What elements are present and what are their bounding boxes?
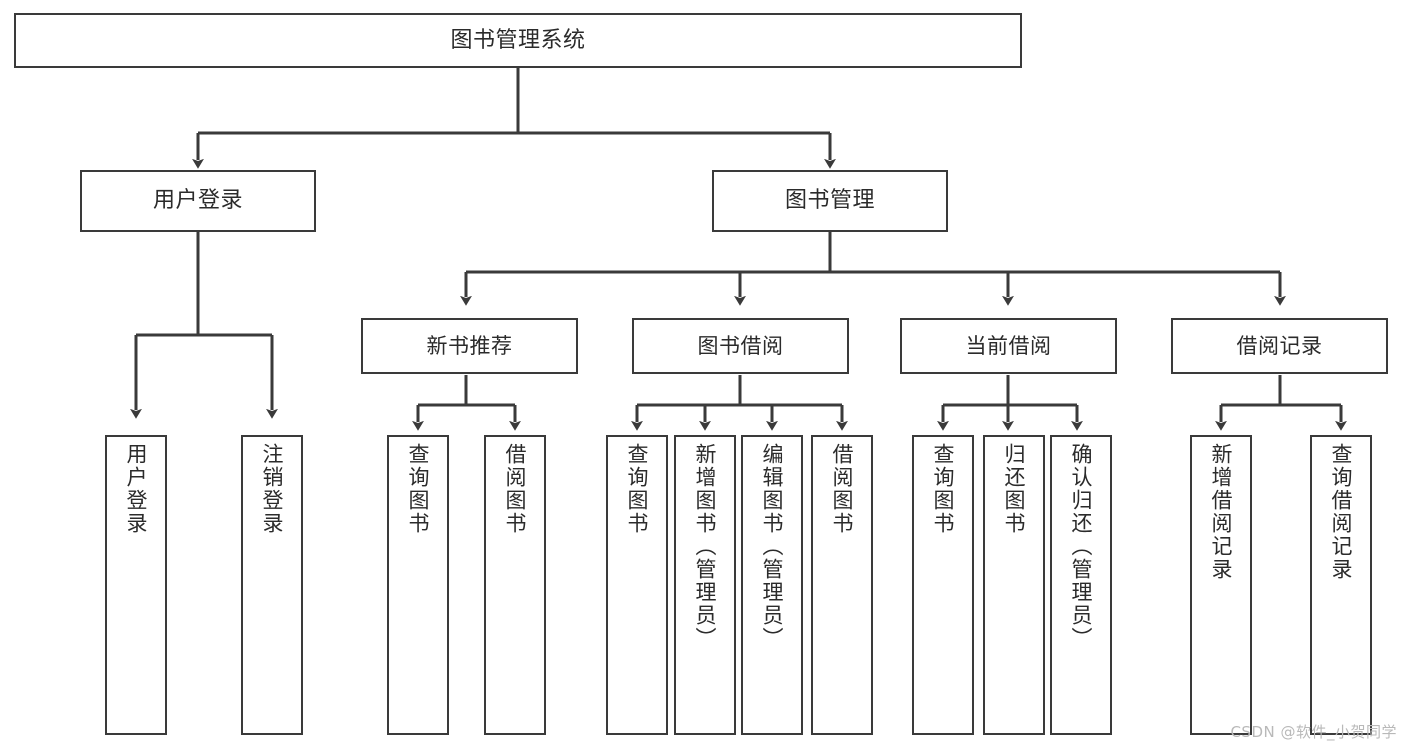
node-label: 借阅记录 xyxy=(1236,333,1323,358)
node-label: 用户登录 xyxy=(124,443,149,535)
node-label: 图书管理系统 xyxy=(450,27,586,53)
node-leaf-borrow-book-2[interactable]: 借阅图书 xyxy=(811,435,873,735)
node-leaf-logout-login[interactable]: 注销登录 xyxy=(241,435,303,735)
node-leaf-user-login[interactable]: 用户登录 xyxy=(105,435,167,735)
node-user-login[interactable]: 用户登录 xyxy=(80,170,316,232)
node-label: 归还图书 xyxy=(1002,443,1027,535)
node-leaf-borrow-book-1[interactable]: 借阅图书 xyxy=(484,435,546,735)
node-label: 注销登录 xyxy=(260,443,285,535)
node-book-management[interactable]: 图书管理 xyxy=(712,170,948,232)
csdn-watermark: CSDN @软件_小贺同学 xyxy=(1230,723,1397,741)
node-leaf-query-book-3[interactable]: 查询图书 xyxy=(912,435,974,735)
node-label: 查询借阅记录 xyxy=(1329,443,1354,581)
node-leaf-add-record[interactable]: 新增借阅记录 xyxy=(1190,435,1252,735)
node-leaf-return-book[interactable]: 归还图书 xyxy=(983,435,1045,735)
node-label: 用户登录 xyxy=(152,188,243,214)
node-leaf-add-book[interactable]: 新增图书（管理员） xyxy=(674,435,736,735)
node-label: 图书管理 xyxy=(784,188,875,214)
node-current-borrow[interactable]: 当前借阅 xyxy=(900,318,1117,374)
node-label: 确认归还（管理员） xyxy=(1069,443,1094,650)
node-label: 新增借阅记录 xyxy=(1209,443,1234,581)
node-label: 当前借阅 xyxy=(965,333,1052,358)
node-label: 查询图书 xyxy=(625,443,650,535)
node-leaf-edit-book[interactable]: 编辑图书（管理员） xyxy=(741,435,803,735)
node-label: 新增图书（管理员） xyxy=(693,443,718,650)
node-borrow-record[interactable]: 借阅记录 xyxy=(1171,318,1388,374)
node-label: 查询图书 xyxy=(406,443,431,535)
node-leaf-query-book-2[interactable]: 查询图书 xyxy=(606,435,668,735)
node-book-borrow[interactable]: 图书借阅 xyxy=(632,318,849,374)
node-label: 借阅图书 xyxy=(830,443,855,535)
node-label: 编辑图书（管理员） xyxy=(760,443,785,650)
node-leaf-query-book-1[interactable]: 查询图书 xyxy=(387,435,449,735)
node-root-system[interactable]: 图书管理系统 xyxy=(14,13,1022,68)
node-leaf-confirm-return[interactable]: 确认归还（管理员） xyxy=(1050,435,1112,735)
node-label: 查询图书 xyxy=(931,443,956,535)
node-label: 借阅图书 xyxy=(503,443,528,535)
node-leaf-query-record[interactable]: 查询借阅记录 xyxy=(1310,435,1372,735)
node-label: 图书借阅 xyxy=(697,333,784,358)
node-new-book-recommend[interactable]: 新书推荐 xyxy=(361,318,578,374)
node-label: 新书推荐 xyxy=(426,333,513,358)
